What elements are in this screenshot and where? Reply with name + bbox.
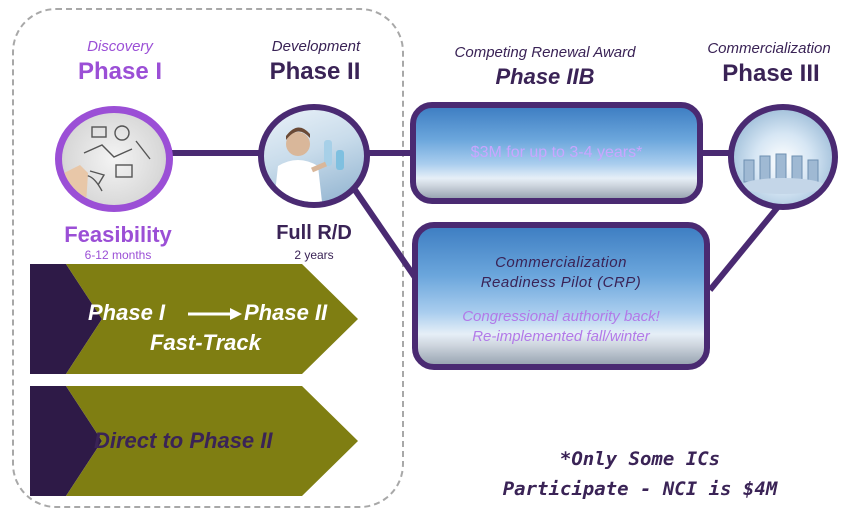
crp-line4: Re-implemented fall/winter (472, 328, 650, 345)
phase1-image (55, 106, 173, 212)
production-line-icon (741, 153, 825, 194)
phase2b-box: $3M for up to 3-4 years* (410, 102, 703, 204)
phase2-image (258, 104, 370, 208)
fast-track-label: Fast-Track (150, 330, 261, 355)
crp-line2: Readiness Pilot (CRP) (480, 274, 642, 291)
arrow-right-icon (188, 308, 242, 320)
connector-crp-phase3 (707, 200, 785, 292)
phase1-subtitle: Discovery (87, 38, 153, 55)
phase3-subtitle: Commercialization (707, 40, 831, 57)
crp-line3: Congressional authority back! (462, 308, 660, 325)
direct-arrow: Direct to Phase II (30, 386, 362, 496)
fast-track-to: Phase II (244, 300, 328, 325)
crp-box: Commercialization Readiness Pilot (CRP) … (412, 222, 710, 370)
phase1-stage: Feasibility (64, 222, 172, 247)
fast-track-from: Phase I (88, 300, 166, 325)
crp-line1: Commercialization (495, 254, 627, 271)
direct-label: Direct to Phase II (94, 428, 273, 453)
direct-shape (30, 386, 358, 496)
scientist-icon (274, 127, 344, 202)
phase2-stage: Full R/D (276, 222, 352, 244)
phase2-duration: 2 years (294, 248, 334, 262)
sketch-icon (64, 125, 151, 205)
phase3-image (728, 104, 838, 210)
phase2-title: Phase II (269, 58, 361, 85)
phase1-duration: 6-12 months (84, 248, 152, 262)
footnote-line2: Participate - NCI is $4M (502, 478, 778, 500)
fast-track-arrow: Phase I Phase II Fast-Track (30, 264, 362, 374)
phase2b-box-text: $3M for up to 3-4 years* (470, 144, 643, 161)
fast-track-shape (30, 264, 358, 374)
phase2-subtitle: Development (271, 38, 361, 55)
phase3-title: Phase III (722, 60, 820, 87)
phase1-title: Phase I (77, 58, 163, 85)
phase2b-title: Phase IIB (495, 64, 595, 89)
phase2b-subtitle: Competing Renewal Award (454, 44, 636, 61)
footnote-line1: *Only Some ICs (559, 448, 721, 470)
